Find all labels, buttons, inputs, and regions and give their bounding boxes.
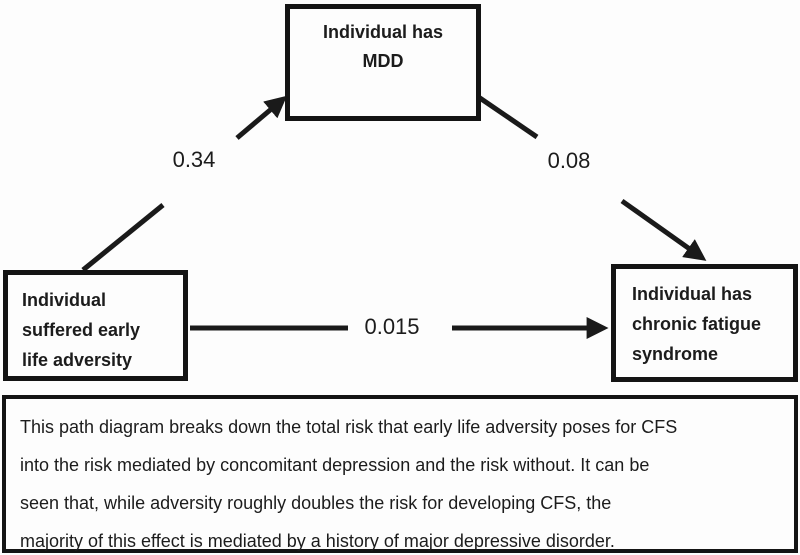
node-cfs-label-line1: Individual has	[632, 284, 753, 304]
node-adversity-label-line2: suffered early	[22, 320, 141, 340]
node-mdd-label-line2: MDD	[362, 51, 404, 71]
node-cfs-label-line3: syndrome	[632, 344, 719, 364]
node-adversity-label-line1: Individual	[22, 290, 107, 310]
coefficient-adversity-to-cfs: 0.015	[364, 314, 420, 340]
node-mdd: Individual has MDD	[285, 4, 481, 121]
coefficient-adversity-to-mdd: 0.34	[172, 147, 216, 173]
arrow-adversity-to-mdd-segment1	[81, 203, 165, 272]
caption-line1: This path diagram breaks down the total …	[20, 417, 678, 437]
arrow-adversity-to-mdd-segment2	[235, 95, 288, 140]
coefficient-mdd-to-cfs: 0.08	[547, 148, 591, 174]
node-mdd-label-line1: Individual has	[322, 22, 444, 42]
node-cfs: Individual has chronic fatigue syndrome	[611, 264, 798, 382]
node-cfs-label-line2: chronic fatigue	[632, 314, 762, 334]
caption-line3: seen that, while adversity roughly doubl…	[20, 493, 612, 513]
node-adversity-label-line3: life adversity	[22, 350, 133, 370]
arrow-mdd-to-cfs-segment1	[472, 91, 539, 140]
arrow-mdd-to-cfs-segment2	[620, 198, 707, 261]
node-adversity: Individual suffered early life adversity	[3, 270, 188, 381]
caption-line2: into the risk mediated by concomitant de…	[20, 455, 650, 475]
caption-box: This path diagram breaks down the total …	[2, 395, 798, 553]
caption-line4: majority of this effect is mediated by a…	[20, 531, 615, 551]
